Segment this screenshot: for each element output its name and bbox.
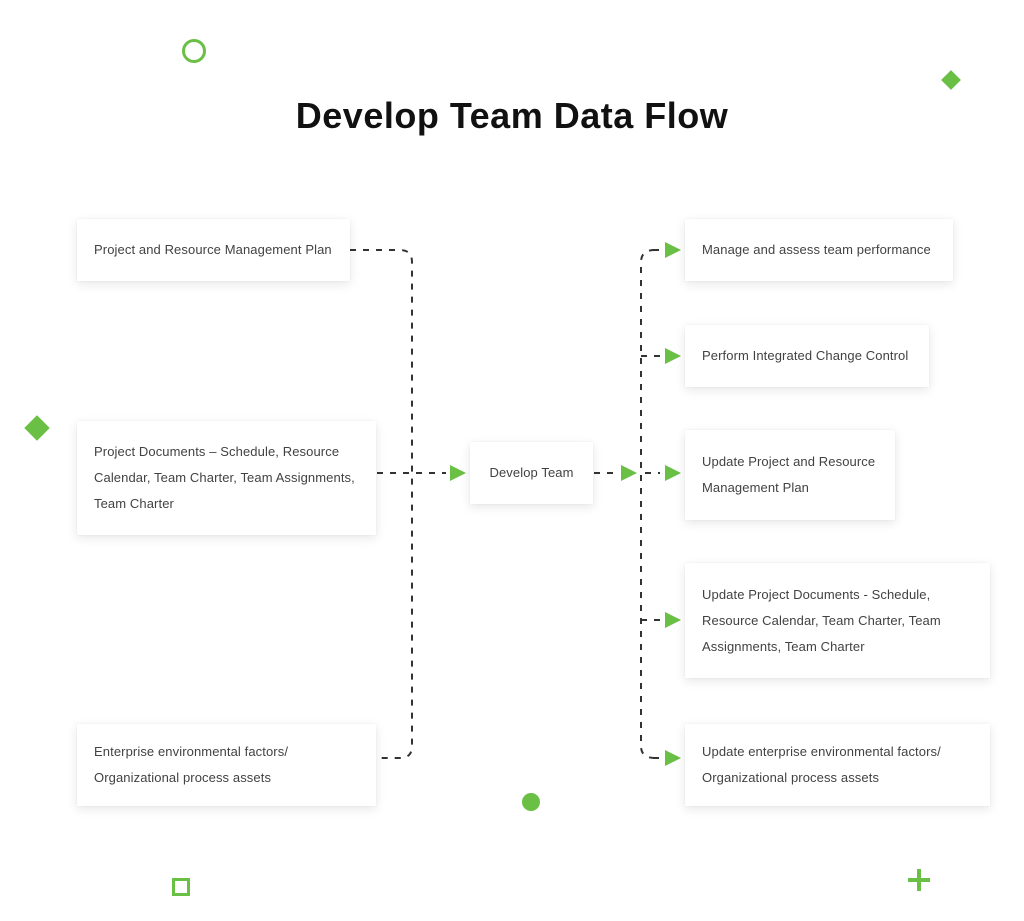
input-node-label: Project Documents – Schedule, Resource C… — [94, 444, 355, 511]
right-bracket-connector — [640, 249, 656, 759]
decor-square-outline-icon — [172, 878, 190, 896]
output-node-update-project-resource-management-plan: Update Project and Resource Management P… — [685, 430, 895, 520]
output-node-label: Update enterprise environmental factors/… — [702, 744, 941, 785]
decor-diamond-top-right-icon — [941, 70, 961, 90]
decor-circle-filled-icon — [522, 793, 540, 811]
input-node-project-resource-management-plan: Project and Resource Management Plan — [77, 219, 350, 281]
output-node-perform-integrated-change-control: Perform Integrated Change Control — [685, 325, 929, 387]
output-node-update-project-documents: Update Project Documents - Schedule, Res… — [685, 563, 990, 678]
process-node-develop-team: Develop Team — [470, 442, 593, 504]
arrow-output4-icon — [665, 612, 681, 628]
arrow-output5-icon — [665, 750, 681, 766]
decor-circle-outline-icon — [182, 39, 206, 63]
decor-diamond-left-icon — [24, 415, 50, 441]
dashed-connectors — [350, 249, 662, 759]
output-node-manage-assess-team-performance: Manage and assess team performance — [685, 219, 953, 281]
input-node-enterprise-environmental-factors: Enterprise environmental factors/ Organi… — [77, 724, 376, 806]
process-node-label: Develop Team — [489, 465, 574, 480]
input-node-label: Enterprise environmental factors/ Organi… — [94, 744, 289, 785]
arrow-output2-icon — [665, 348, 681, 364]
input-node-project-documents: Project Documents – Schedule, Resource C… — [77, 421, 376, 535]
output-node-label: Update Project and Resource Management P… — [702, 454, 876, 495]
page-title: Develop Team Data Flow — [295, 95, 729, 136]
input-node-label: Project and Resource Management Plan — [94, 242, 332, 257]
output-node-label: Perform Integrated Change Control — [702, 348, 909, 363]
output-node-label: Manage and assess team performance — [702, 242, 931, 257]
arrow-out-of-process-icon — [621, 465, 637, 481]
arrow-output1-icon — [665, 242, 681, 258]
arrowheads — [450, 242, 681, 766]
output-node-update-enterprise-environmental-factors: Update enterprise environmental factors/… — [685, 724, 990, 806]
decor-plus-icon — [908, 869, 930, 891]
output-node-label: Update Project Documents - Schedule, Res… — [702, 586, 941, 654]
arrow-output3-icon — [665, 465, 681, 481]
arrow-into-process-icon — [450, 465, 466, 481]
